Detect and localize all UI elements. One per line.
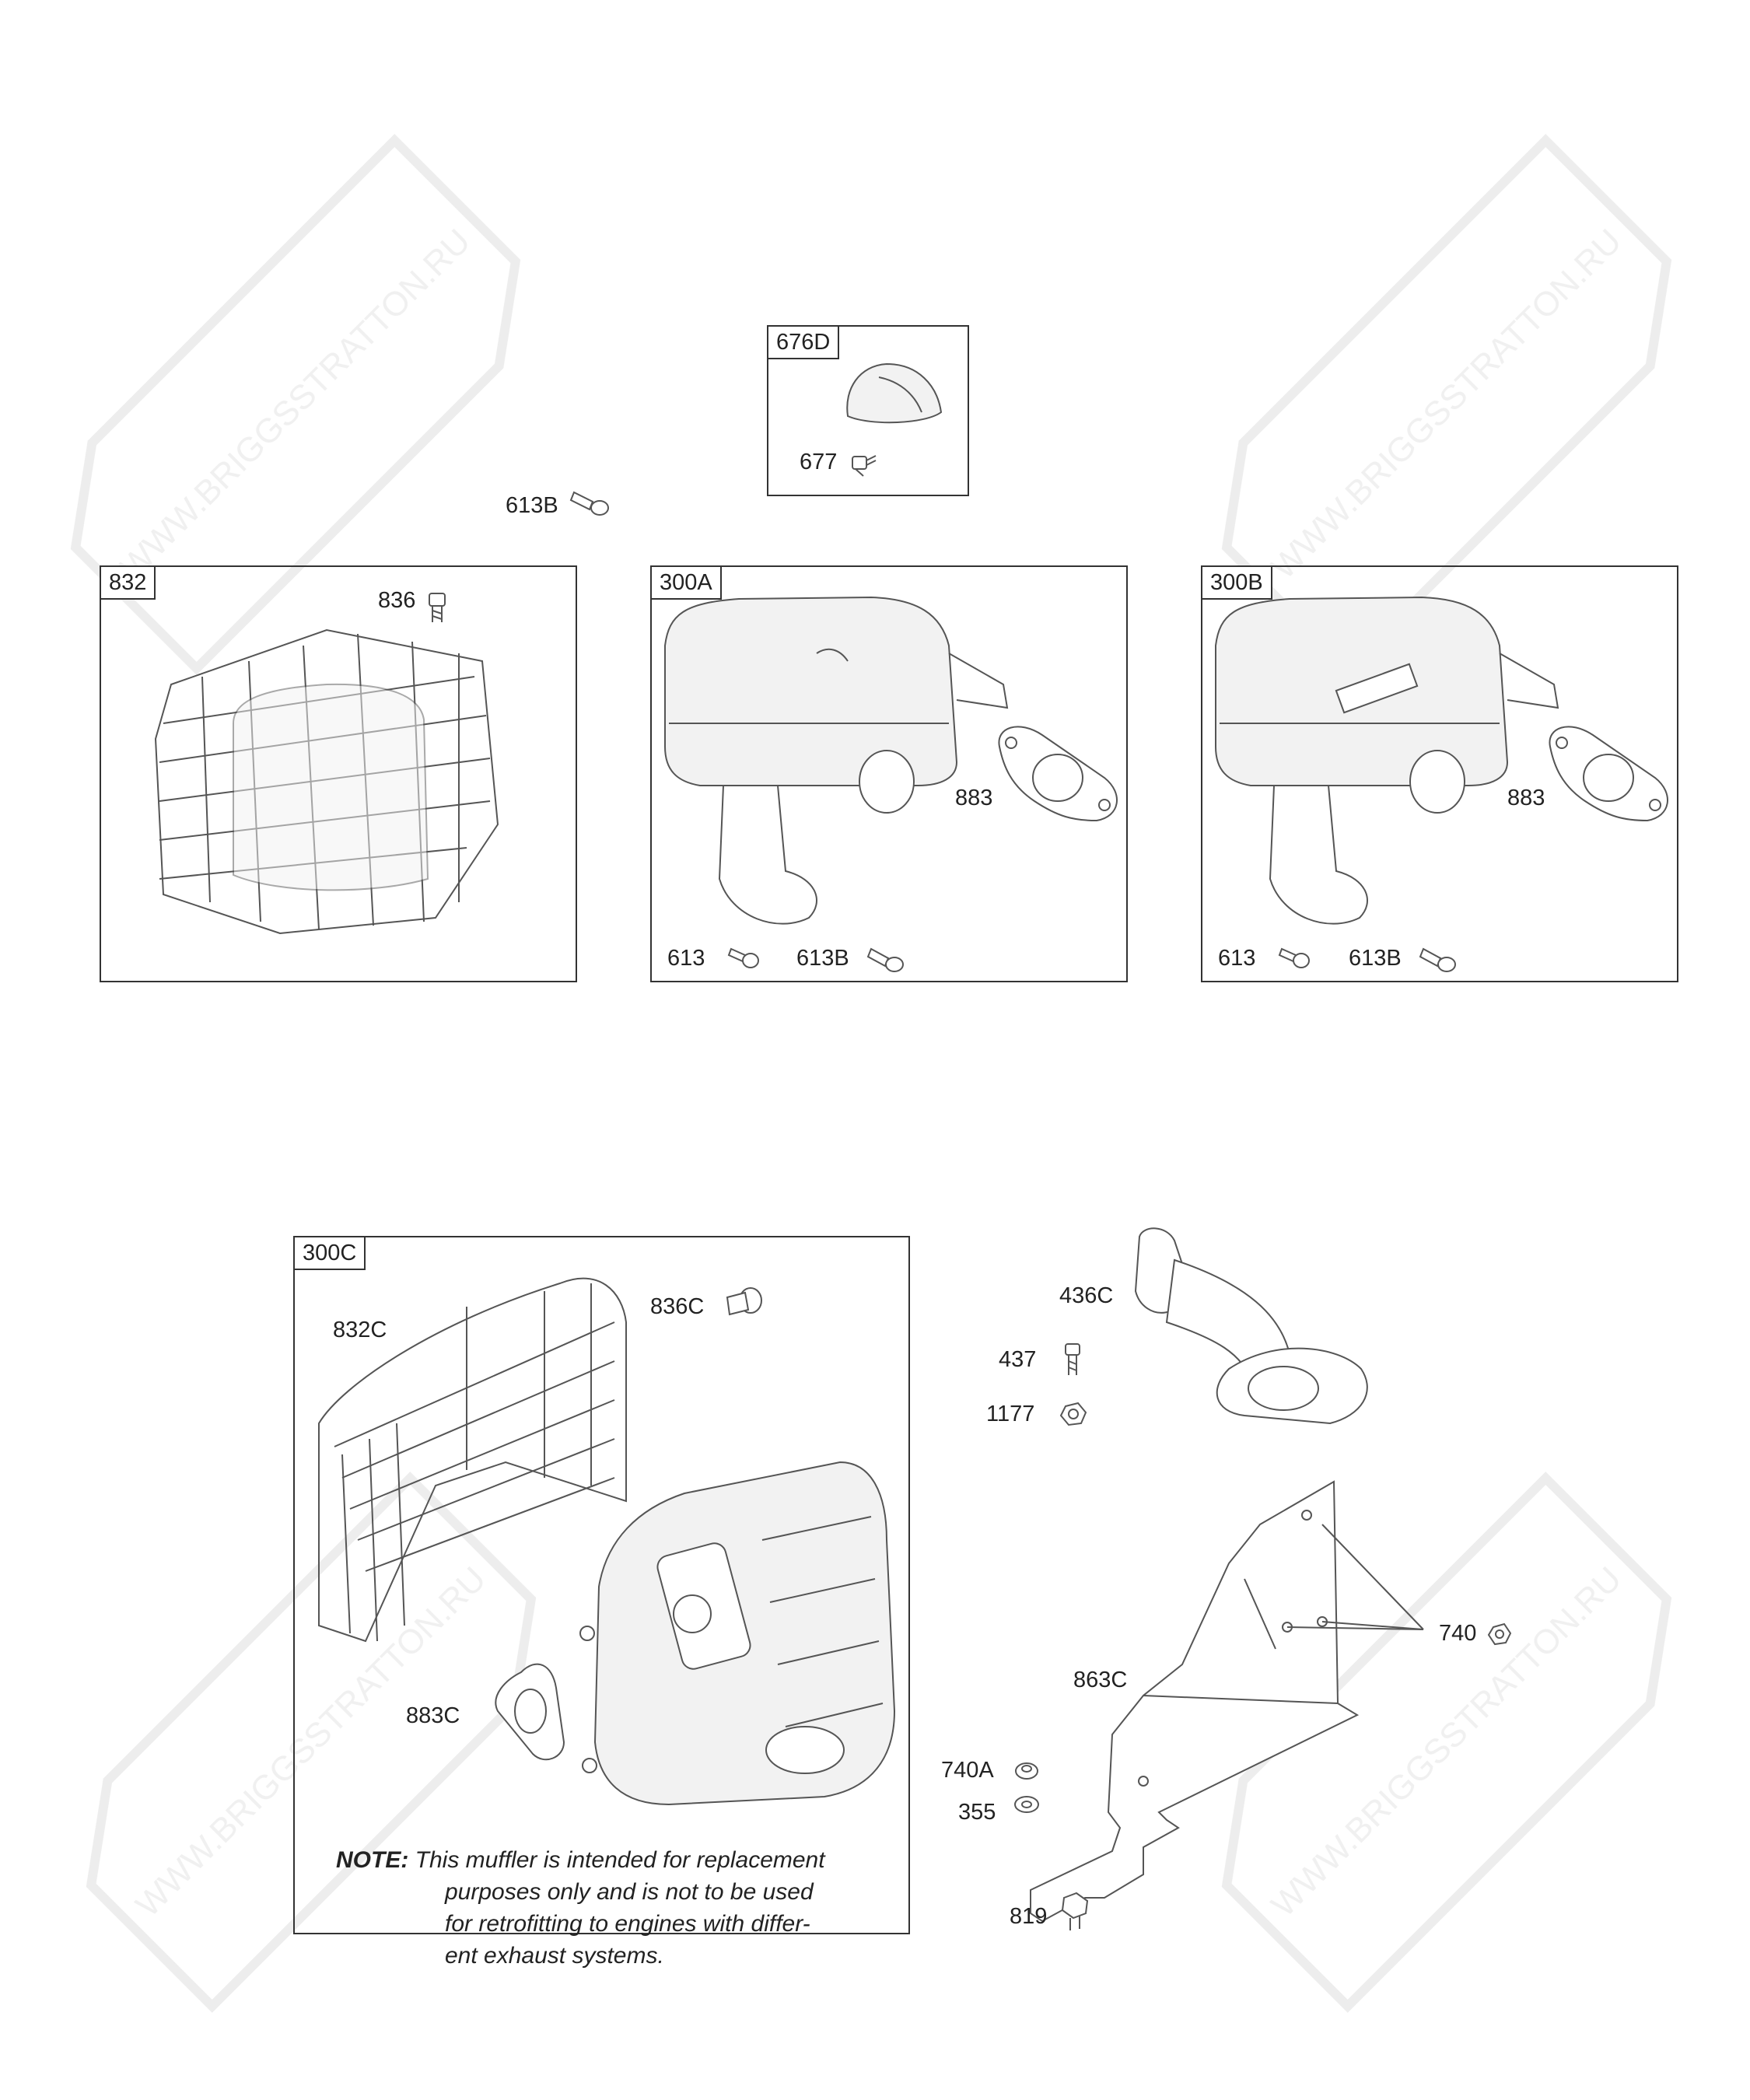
box-676d-tag: 676D xyxy=(768,327,840,359)
label-883c: 883C xyxy=(406,1703,460,1728)
note-line-1: This muffler is intended for replacement xyxy=(415,1847,825,1873)
label-613-b: 613 xyxy=(1218,946,1256,971)
nut-1177-drawing xyxy=(1059,1402,1087,1426)
screw-437-drawing xyxy=(1065,1343,1080,1375)
label-863c: 863C xyxy=(1073,1668,1128,1692)
box-676d: 676D xyxy=(767,325,969,496)
label-613b-top: 613B xyxy=(506,493,558,518)
note-line-3: for retrofitting to engines with differ- xyxy=(445,1911,810,1937)
note-line-1-row: NOTE: This muffler is intended for repla… xyxy=(336,1844,865,1876)
nut-740-drawing xyxy=(1487,1622,1512,1646)
box-300b-tag: 300B xyxy=(1202,567,1272,600)
label-740a: 740A xyxy=(941,1758,994,1783)
box-300c-tag: 300C xyxy=(295,1237,366,1270)
screw-613-b-drawing xyxy=(1278,947,1310,968)
gasket-883c-drawing xyxy=(495,1663,565,1761)
note-prefix: NOTE: xyxy=(336,1847,409,1873)
gasket-883-a-drawing xyxy=(998,726,1118,822)
box-300a-tag: 300A xyxy=(652,567,722,600)
screw-836-drawing xyxy=(429,593,446,622)
muffler-300a-drawing xyxy=(664,596,1009,925)
wire-guard-832c-drawing xyxy=(318,1277,627,1643)
screw-613b-a-drawing xyxy=(866,947,904,972)
label-883-b: 883 xyxy=(1507,786,1545,810)
note-line-2: purposes only and is not to be used xyxy=(445,1879,814,1905)
muffler-300b-drawing xyxy=(1215,596,1559,925)
label-832c: 832C xyxy=(333,1318,387,1342)
label-1177: 1177 xyxy=(986,1402,1035,1426)
box-300a: 300A xyxy=(650,565,1128,982)
washer-355-drawing xyxy=(1014,1796,1039,1813)
label-613b-a: 613B xyxy=(796,946,849,971)
box-300c: 300C xyxy=(293,1236,910,1934)
label-677: 677 xyxy=(800,450,838,474)
box-832-tag: 832 xyxy=(101,567,156,600)
bracket-863c-drawing xyxy=(1030,1480,1424,1923)
label-613-a: 613 xyxy=(667,946,705,971)
replacement-note: NOTE: This muffler is intended for repla… xyxy=(336,1844,865,1972)
bolt-819-drawing xyxy=(1061,1892,1089,1930)
label-836c: 836C xyxy=(650,1294,705,1319)
label-836: 836 xyxy=(378,588,416,613)
label-355: 355 xyxy=(958,1800,996,1825)
screw-677-drawing xyxy=(852,455,877,477)
screw-613b-top-drawing xyxy=(569,491,609,516)
wire-guard-832-drawing xyxy=(154,628,499,935)
label-437: 437 xyxy=(999,1347,1037,1372)
deflector-676d-drawing xyxy=(846,362,943,424)
label-819: 819 xyxy=(1010,1904,1048,1929)
nut-740a-drawing xyxy=(1015,1762,1038,1780)
box-300b: 300B xyxy=(1201,565,1678,982)
screw-613b-b-drawing xyxy=(1419,947,1456,972)
label-436c: 436C xyxy=(1059,1283,1114,1308)
screw-836c-drawing xyxy=(726,1287,762,1316)
muffler-300c-drawing xyxy=(579,1461,896,1806)
label-740: 740 xyxy=(1439,1621,1477,1646)
note-line-4: ent exhaust systems. xyxy=(445,1943,664,1969)
label-613b-b: 613B xyxy=(1349,946,1402,971)
screw-613-a-drawing xyxy=(727,947,759,968)
gasket-883-b-drawing xyxy=(1549,726,1668,822)
elbow-436c-drawing xyxy=(1134,1227,1368,1425)
box-832: 832 xyxy=(100,565,577,982)
label-883-a: 883 xyxy=(955,786,993,810)
